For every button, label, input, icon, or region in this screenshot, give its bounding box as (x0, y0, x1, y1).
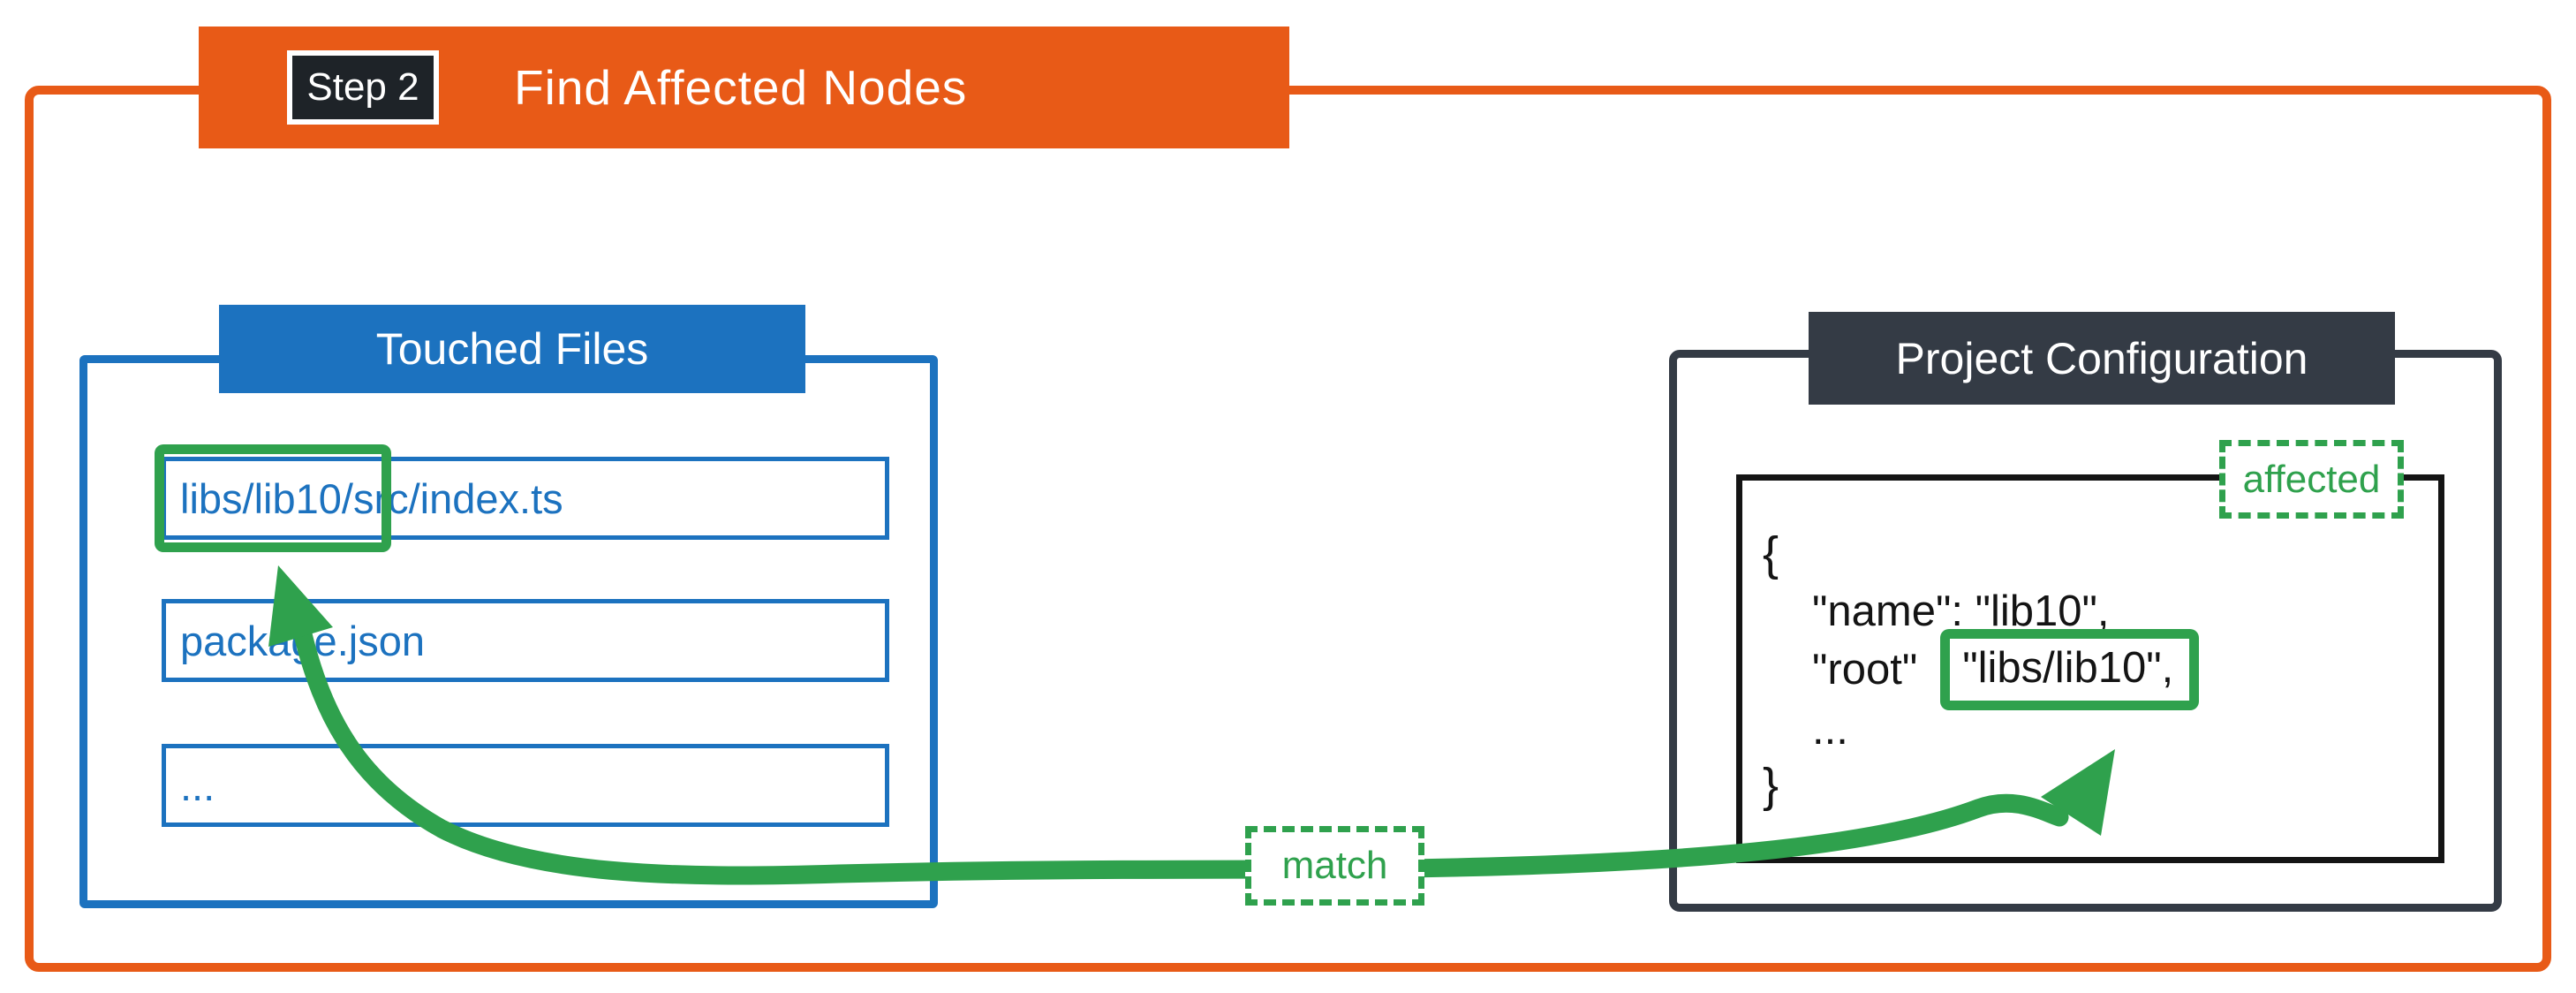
file-path-label: libs/lib10/src/index.ts (180, 474, 563, 522)
affected-label-box: affected (2219, 440, 2404, 519)
step-banner: Step 2 Find Affected Nodes (199, 27, 1289, 148)
code-root-key: "root" (1812, 646, 1918, 694)
file-row-package-json: package.json (162, 599, 889, 682)
code-close-brace: } (1763, 759, 1779, 812)
file-path-label: package.json (180, 617, 425, 664)
matched-path-highlight-box (155, 444, 391, 552)
step-number-label: Step 2 (306, 65, 419, 109)
step-title: Find Affected Nodes (514, 60, 968, 115)
code-open-brace: { (1763, 527, 1779, 580)
code-root-line: "root" "libs/lib10", (1812, 629, 2200, 710)
project-config-title: Project Configuration (1895, 333, 2308, 383)
file-row-ellipsis: ... (162, 744, 889, 827)
project-config-header: Project Configuration (1809, 312, 2395, 405)
code-ellipsis-line: ... (1812, 706, 1848, 754)
matched-root-highlight-box: "libs/lib10", (1940, 629, 2200, 710)
affected-label: affected (2242, 457, 2381, 501)
file-path-label: ... (180, 762, 215, 809)
match-label: match (1281, 844, 1388, 887)
file-row-index-ts: libs/lib10/src/index.ts (162, 457, 889, 540)
match-label-box: match (1245, 826, 1424, 906)
touched-files-title: Touched Files (375, 324, 649, 374)
step-number-chip: Step 2 (287, 50, 439, 125)
touched-files-header: Touched Files (219, 305, 805, 393)
